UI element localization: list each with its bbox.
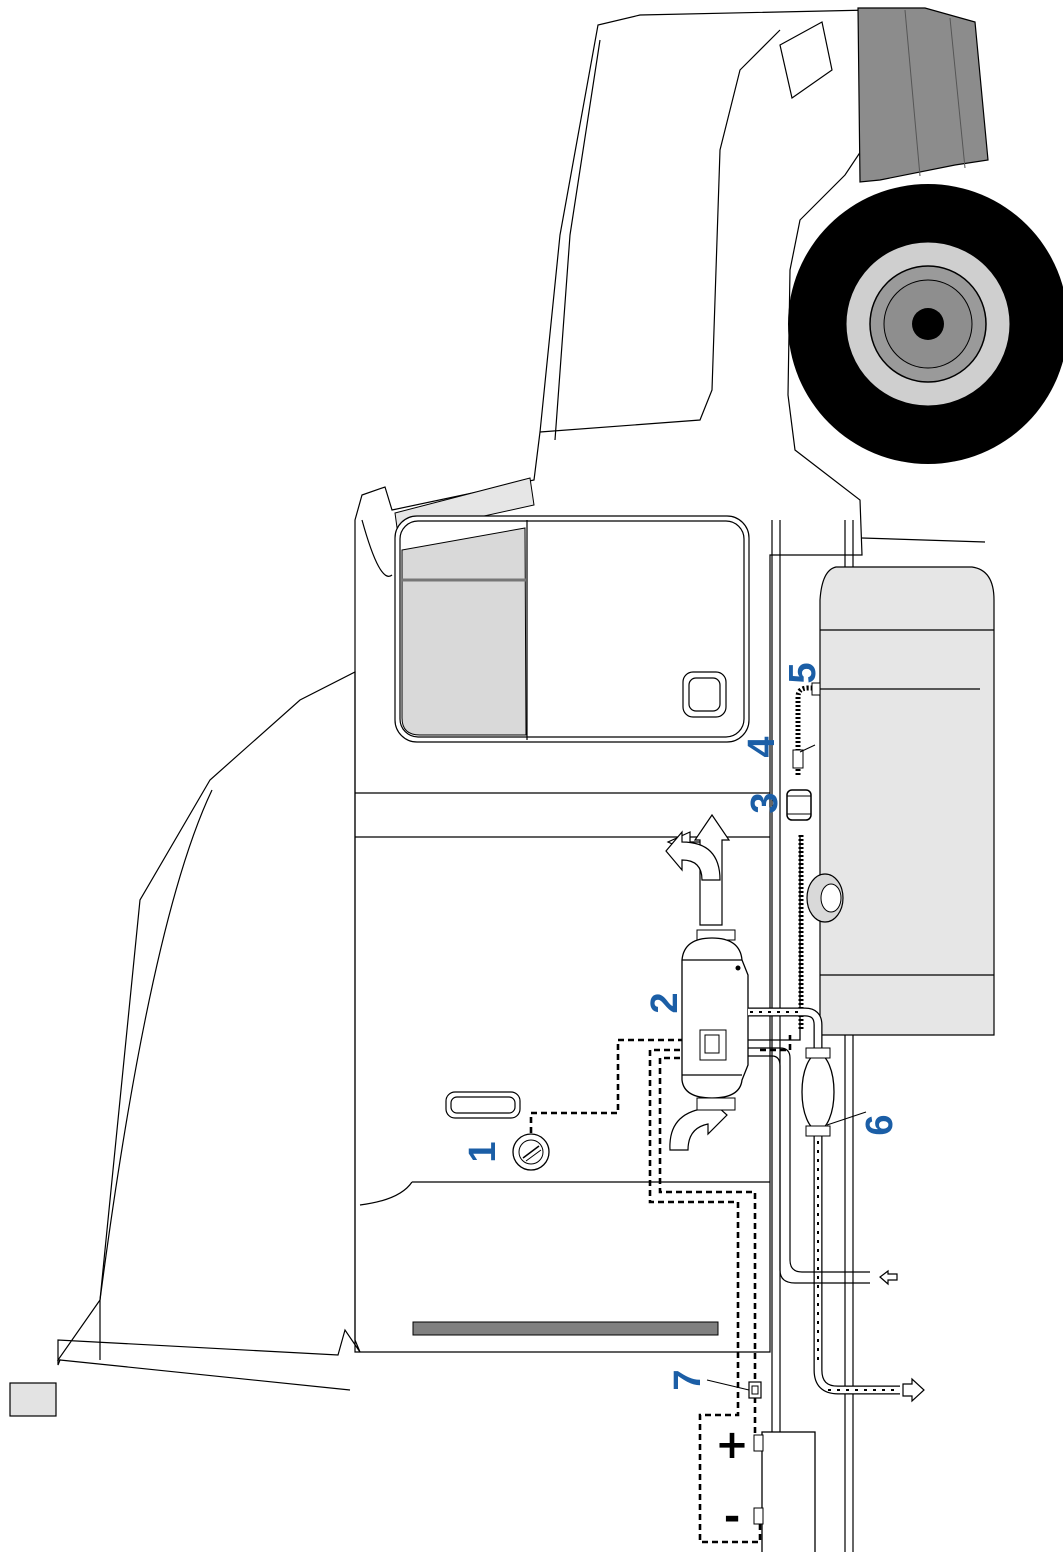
wiring-harness: [529, 1035, 792, 1544]
door-handle-inner: [688, 677, 721, 712]
step-grip-inner: [450, 1096, 516, 1114]
operating-element: [512, 1133, 550, 1171]
callout-4: 4: [741, 736, 783, 757]
fuel-filter: [792, 749, 804, 769]
callout-3: 3: [744, 792, 786, 813]
leader-4: [799, 744, 816, 753]
fairing-strip: [412, 1321, 719, 1336]
exhaust-system: [748, 1007, 925, 1403]
fuel-line-to-tank: [795, 685, 815, 775]
front-wheel: [779, 7, 1063, 464]
exhaust-tip: [9, 1382, 57, 1417]
fuse-leader: [706, 1379, 750, 1391]
controller-knob-mark-2: [525, 1149, 542, 1162]
cab-roofline-2: [554, 39, 601, 441]
callout-7: 7: [667, 1369, 709, 1390]
fender-line-2: [949, 17, 966, 169]
cab-side-edge: [361, 519, 393, 577]
airflow: [665, 813, 731, 1151]
combustion-air-pipe: [748, 1047, 870, 1273]
battery-plus-label: +: [715, 1422, 749, 1468]
heater-housing-seams: [682, 959, 742, 1076]
callout-5: 5: [782, 662, 824, 683]
wire-battery-positive: [658, 1056, 757, 1383]
tank-bands: [820, 629, 994, 976]
battery: [761, 1431, 816, 1552]
fuse-icon: [751, 1385, 759, 1395]
door-handle: [682, 671, 727, 718]
callout-6: 6: [859, 1114, 901, 1135]
battery-minus-label: -: [724, 1494, 741, 1540]
silencer-collar-top: [805, 1047, 831, 1059]
callouts: 1 2 3 4 5 6 7: [462, 662, 901, 1390]
wire-controller: [529, 1038, 690, 1133]
callout-1: 1: [462, 1141, 504, 1162]
mirror: [779, 21, 833, 100]
exhaust-out-arrow: [902, 1377, 925, 1403]
fuel-pump: [786, 789, 812, 821]
side-window: [401, 527, 527, 736]
cab-roofline: [539, 29, 781, 433]
cab-rear-body: [56, 671, 361, 1366]
frame-rail-1: [771, 520, 781, 1552]
heater-inlet-collar: [696, 1097, 736, 1111]
leader-lines: [799, 744, 867, 1126]
heater-housing: [681, 937, 749, 1099]
fuel-tank: [806, 566, 995, 1036]
leader-6: [826, 1111, 867, 1126]
heater-control-box-inner: [704, 1034, 720, 1054]
fuel-line: [740, 682, 821, 1041]
heater-screw: [735, 965, 741, 971]
step-grip: [445, 1091, 521, 1119]
hub-center: [912, 308, 944, 340]
truck-cab: [9, 9, 871, 1417]
power-supply: + -: [706, 1379, 816, 1552]
hot-air-branch-arrow: [665, 830, 721, 881]
controller-knob-mark: [522, 1145, 540, 1159]
combustion-air-in-arrow: [879, 1269, 898, 1286]
cab-step-line: [359, 1181, 770, 1206]
cab-rear-inner-line: [99, 789, 213, 1360]
air-heater: [681, 929, 749, 1111]
fuel-standpipe-fitting: [811, 682, 821, 696]
battery-terminal-positive: [753, 1434, 764, 1452]
silencer-collar-bottom: [805, 1125, 831, 1137]
combustion-air-pipe-2: [748, 1055, 870, 1284]
exhaust-silencer: [801, 1053, 835, 1131]
callout-2: 2: [644, 992, 686, 1013]
fender-line: [904, 9, 921, 177]
front-fender: [857, 7, 989, 183]
tank-body: [819, 566, 995, 1036]
wire-battery-negative: [648, 1048, 762, 1544]
door-inner: [399, 520, 745, 738]
frame-crossbar: [861, 537, 986, 543]
battery-terminal-negative: [753, 1507, 764, 1525]
cab-rear-inner-line-2: [59, 1359, 351, 1391]
tank-filler-cap-inner: [820, 883, 842, 913]
